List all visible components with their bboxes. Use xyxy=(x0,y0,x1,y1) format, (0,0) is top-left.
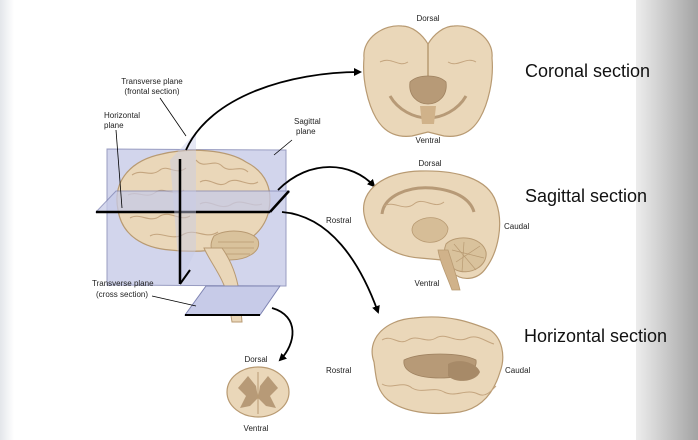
horizontal-section-title: Horizontal section xyxy=(524,326,667,346)
transverse-frontal-label-line1: Transverse plane xyxy=(121,77,183,86)
left-edge-shade xyxy=(0,0,14,440)
main-brain-figure xyxy=(94,132,291,323)
cross-section-plane xyxy=(184,285,281,316)
leader-lines xyxy=(115,97,293,307)
arrow-to-coronal xyxy=(185,68,362,151)
transverse-frontal-label-line2: (frontal section) xyxy=(124,87,179,96)
cross-ventral-label: Ventral xyxy=(244,424,269,433)
sagittal-dorsal-label: Dorsal xyxy=(418,159,441,168)
transverse-frontal-plane xyxy=(170,132,196,283)
horizontal-rostral-label: Rostral xyxy=(326,366,352,375)
coronal-dorsal-label: Dorsal xyxy=(416,14,439,23)
spinal-cross-section-image xyxy=(226,366,290,418)
sagittal-plane-label-line2: plane xyxy=(296,127,316,136)
cross-dorsal-label: Dorsal xyxy=(244,355,267,364)
transverse-cross-label-line1: Transverse plane xyxy=(92,279,154,288)
coronal-section-title: Coronal section xyxy=(525,61,650,81)
transverse-cross-label-line2: (cross section) xyxy=(96,290,148,299)
arrow-to-cross-section xyxy=(271,307,294,362)
horizontal-plane-label-line2: plane xyxy=(104,121,124,130)
horizontal-caudal-label: Caudal xyxy=(505,366,531,375)
arrow-to-sagittal xyxy=(277,166,376,191)
coronal-ventral-label: Ventral xyxy=(416,136,441,145)
sagittal-rostral-label: Rostral xyxy=(326,216,352,225)
arrow-to-horizontal xyxy=(281,211,380,314)
sagittal-ventral-label: Ventral xyxy=(415,279,440,288)
sagittal-section-image xyxy=(363,170,501,291)
section-arrows xyxy=(185,68,380,362)
horizontal-plane-label-line1: Horizontal xyxy=(104,111,140,120)
horizontal-section-image xyxy=(371,316,504,415)
coronal-section-image xyxy=(363,25,493,137)
sagittal-caudal-label: Caudal xyxy=(504,222,530,231)
sagittal-plane-label-line1: Sagittal xyxy=(294,117,321,126)
sagittal-section-title: Sagittal section xyxy=(525,186,647,206)
right-edge-gradient xyxy=(636,0,698,440)
